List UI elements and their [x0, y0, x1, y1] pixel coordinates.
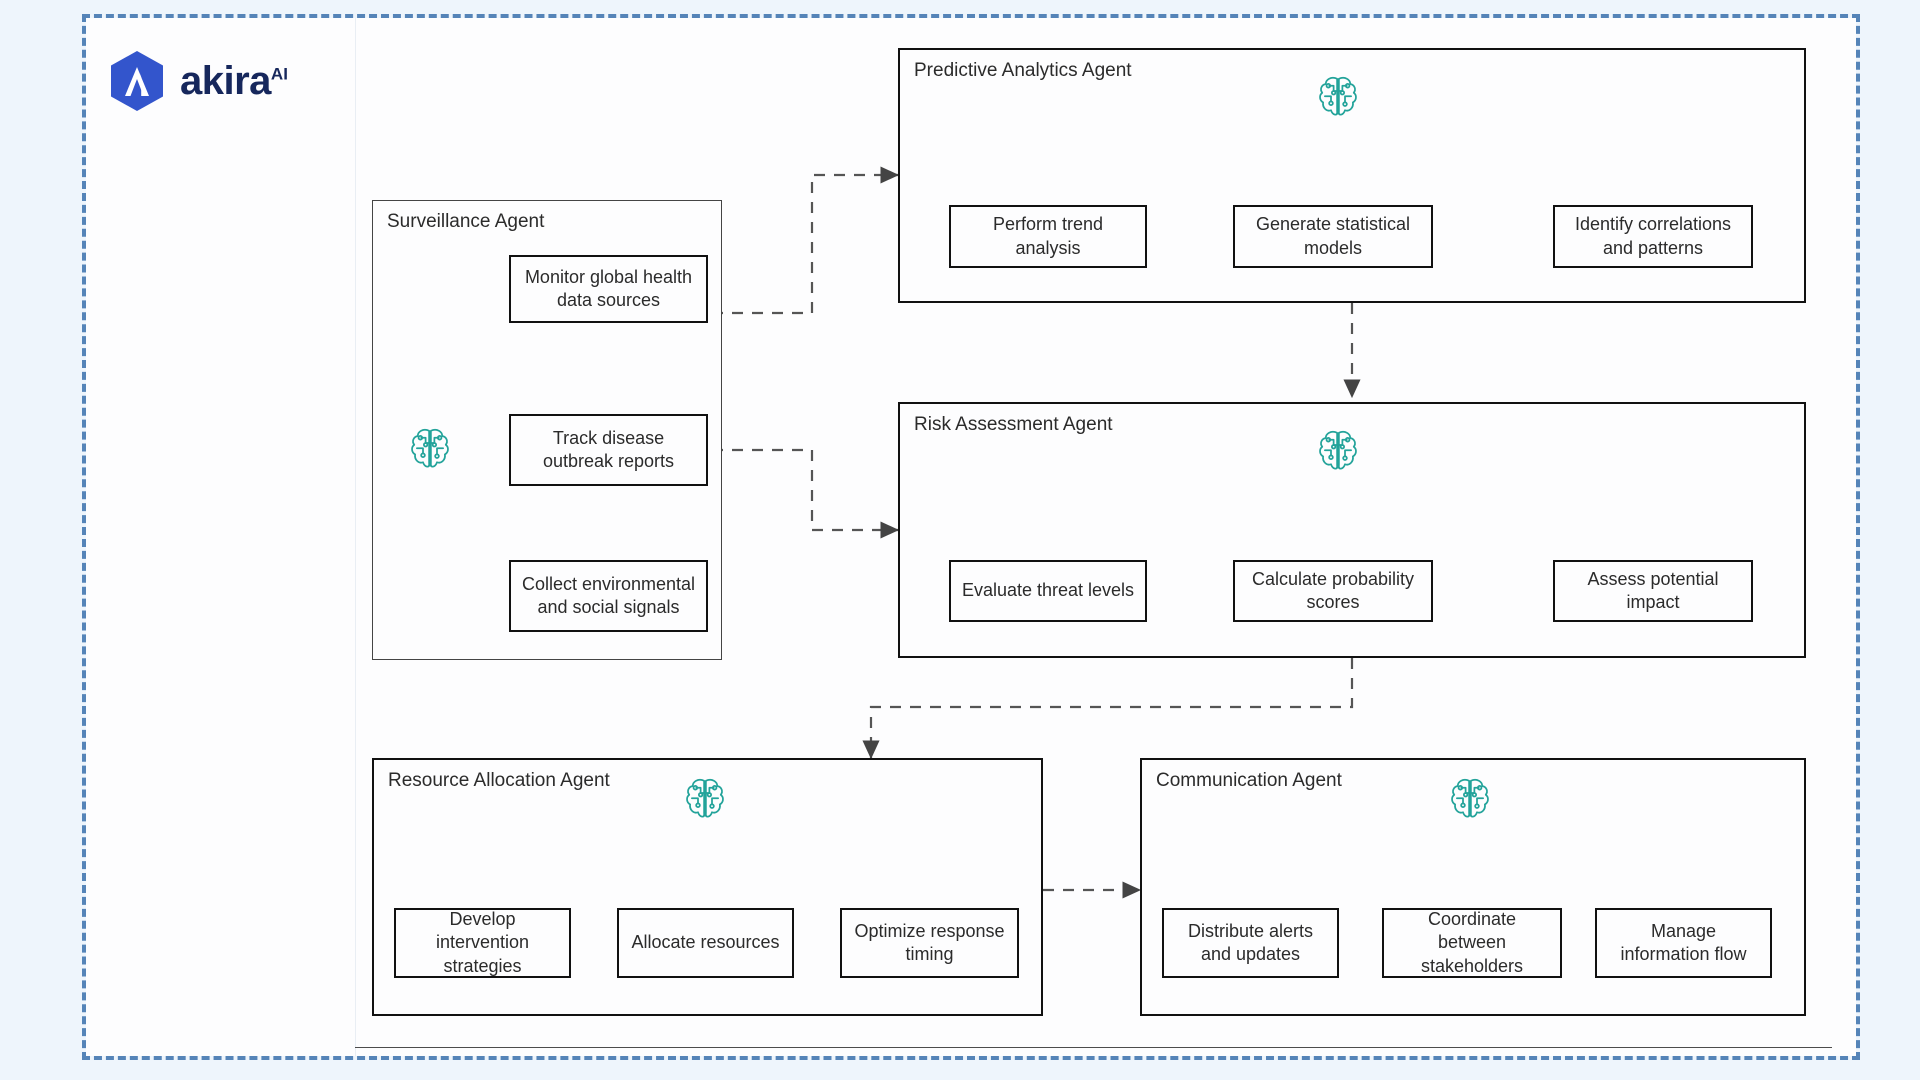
task-box-manage-information-flow[interactable]: Manage information flow	[1595, 908, 1772, 978]
task-box-track-disease-outbreak-reports[interactable]: Track disease outbreak reports	[509, 414, 708, 486]
brain-circuit-icon-predictive-analytics	[1310, 70, 1366, 126]
bottom-rule	[355, 1047, 1832, 1048]
brain-circuit-icon-communication	[1442, 772, 1498, 828]
task-box-calculate-probability-scores[interactable]: Calculate probability scores	[1233, 560, 1433, 622]
task-box-identify-correlations-and-patterns[interactable]: Identify correlations and patterns	[1553, 205, 1753, 268]
task-box-distribute-alerts-and-updates[interactable]: Distribute alerts and updates	[1162, 908, 1339, 978]
task-box-develop-intervention-strategies[interactable]: Develop intervention strategies	[394, 908, 571, 978]
task-box-monitor-global-health-data-sources[interactable]: Monitor global health data sources	[509, 255, 708, 323]
outer-dashed-frame	[82, 14, 1860, 1060]
task-box-allocate-resources[interactable]: Allocate resources	[617, 908, 794, 978]
brain-circuit-icon-resource-allocation	[677, 772, 733, 828]
task-box-assess-potential-impact[interactable]: Assess potential impact	[1553, 560, 1753, 622]
agent-title-predictive-analytics: Predictive Analytics Agent	[914, 60, 1132, 81]
brand-name-text: akira	[180, 59, 271, 103]
task-box-perform-trend-analysis[interactable]: Perform trend analysis	[949, 205, 1147, 268]
agent-title-surveillance: Surveillance Agent	[387, 211, 545, 232]
panel-divider	[355, 18, 356, 1056]
task-box-collect-environmental-and-social-signals[interactable]: Collect environmental and social signals	[509, 560, 708, 632]
agent-title-risk-assessment: Risk Assessment Agent	[914, 414, 1113, 435]
brand-superscript: AI	[270, 64, 288, 84]
task-box-optimize-response-timing[interactable]: Optimize response timing	[840, 908, 1019, 978]
agent-title-resource-allocation: Resource Allocation Agent	[388, 770, 610, 791]
brain-circuit-icon-surveillance	[402, 422, 458, 478]
brain-circuit-icon-risk-assessment	[1310, 424, 1366, 480]
task-box-coordinate-between-stakeholders[interactable]: Coordinate between stakeholders	[1382, 908, 1562, 978]
akira-hexagon-logo-icon	[108, 50, 166, 112]
task-box-evaluate-threat-levels[interactable]: Evaluate threat levels	[949, 560, 1147, 622]
task-box-generate-statistical-models[interactable]: Generate statistical models	[1233, 205, 1433, 268]
agent-title-communication: Communication Agent	[1156, 770, 1342, 791]
brand-name: akiraAI	[180, 61, 288, 101]
brand-logo[interactable]: akiraAI	[108, 50, 288, 112]
